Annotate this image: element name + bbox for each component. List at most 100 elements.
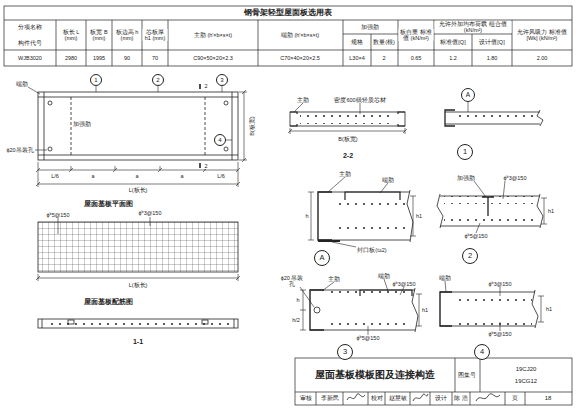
detail-1 [445,110,543,126]
detail-a [318,240,340,242]
callout-circle: A [461,88,475,102]
annotation-label: h1 [421,307,428,313]
annotation-label: 陈 浩 [454,395,469,401]
table-cell: 设计值[Q] [479,39,505,45]
base-plate-plan [199,84,201,168]
annotation-label: 主肋 [339,171,352,177]
annotation-label: h1 [545,306,552,312]
detail-2 [444,196,536,204]
annotation-label: L(板长) [128,282,148,288]
callout-number: 3 [220,77,223,83]
detail-2 [437,194,543,228]
annotation-label: h [305,213,309,219]
detail-4 [456,317,532,325]
table-cell: WJB3020 [18,55,43,61]
table-cell: C90×50×20×2.3 [193,55,234,61]
table-cell: 标准值[Q] [440,39,466,45]
detail-4 [440,290,538,328]
annotation-label: L/6 [51,173,60,179]
table-cell: 允许风吸力 标准值[Wk] (kN/m²) [514,29,571,41]
detail-3 [328,321,410,329]
callout-circle: 3 [337,344,353,360]
section-2-2 [288,103,407,134]
detail-a [308,177,416,247]
annotation-label: 端肋 [382,177,395,183]
detail-4 [440,281,544,331]
detail-4 [440,292,452,326]
annotation-label: ϕᵇ3@150 [392,281,416,287]
table-cell: 1.2 [449,55,458,61]
detail-3 [314,307,320,313]
callout-number: 4 [218,137,221,143]
detail-2 [444,218,536,226]
base-plate-plan [28,84,247,187]
table-cell: 90 [123,55,130,61]
callout-circle: A [314,250,330,266]
annotation-label: 赵慧敏 [388,395,407,401]
sheet-title: 屋面基板模板图及连接构造 [315,368,435,382]
detail-3 [300,279,422,335]
annotation-label: ϕᵇ3@150 [488,281,512,287]
annotation-label: 19CG12 [514,378,537,385]
callout-circle: 3 [216,74,228,86]
reinforcement-plan [36,217,240,281]
table-cell: 构件代号 [18,40,43,46]
annotation-label: ϕ20 吊装孔 [280,275,305,287]
reinforcement-plan [36,217,240,281]
table-cell: L30×4 [349,55,365,61]
callout-circle: 2 [462,248,478,264]
callout-number: A [466,92,470,99]
base-plate-plan [38,92,238,160]
table-cell: 分项名称 [18,24,43,30]
base-plate-plan [239,90,247,162]
selection-table [4,6,572,66]
section-1-1 [38,319,238,328]
annotation-label: ϕᵇ5@150 [464,233,488,239]
detail-1 [468,102,469,112]
detail-a [345,192,400,200]
detail-2 [437,181,547,233]
table-cell: 板宽 B (mm) [88,29,111,41]
annotation-label: 页 [512,395,519,402]
annotation-label: ϕᵇ5@150 [488,331,512,337]
title-block [295,358,572,405]
table-cell: 板长 L (mm) [60,29,83,41]
annotation-label: 密度600级轻质芯材 [334,97,386,103]
table-cell: 2 [382,55,386,61]
table-cell: 2.00 [536,55,548,61]
detail-a [318,192,332,240]
base-plate-plan [28,86,232,150]
annotation-label: 1-1 [132,338,143,346]
annotation-label: 主肋 [297,97,310,103]
annotation-label: h1 [547,208,554,214]
callout-circle: 2 [152,74,164,86]
annotation-label: 2 [204,163,208,169]
section-1-1 [42,319,234,328]
title-block [295,358,572,405]
annotation-label: h [296,297,300,303]
annotation-label: 2 [204,83,208,89]
section-2-2 [290,112,405,126]
annotation-label: 2-2 [342,152,353,160]
detail-4 [445,281,544,331]
table-cell: 1.80 [486,55,498,61]
callout-number: 1 [463,148,467,156]
annotation-label: L/6 [217,173,226,179]
annotation-label: 18 [544,395,552,402]
title-block [347,394,365,400]
callout-circle: 4 [474,344,490,360]
callout-number: 2 [156,77,159,83]
callout-number: 2 [468,252,472,260]
base-plate-plan [48,101,52,105]
title-block [476,394,500,401]
annotation-label: ϕᵇ5@150 [46,212,70,218]
callout-number: 4 [480,348,484,356]
annotation-label: 端肋 [439,275,452,281]
detail-3 [300,279,422,335]
detail-2 [474,181,547,233]
annotation-label: L(板长) [128,187,148,193]
selection-table [4,20,572,66]
annotation-label: 端肋 [378,273,391,279]
base-plate-plan [71,97,205,155]
title-block [413,394,428,401]
